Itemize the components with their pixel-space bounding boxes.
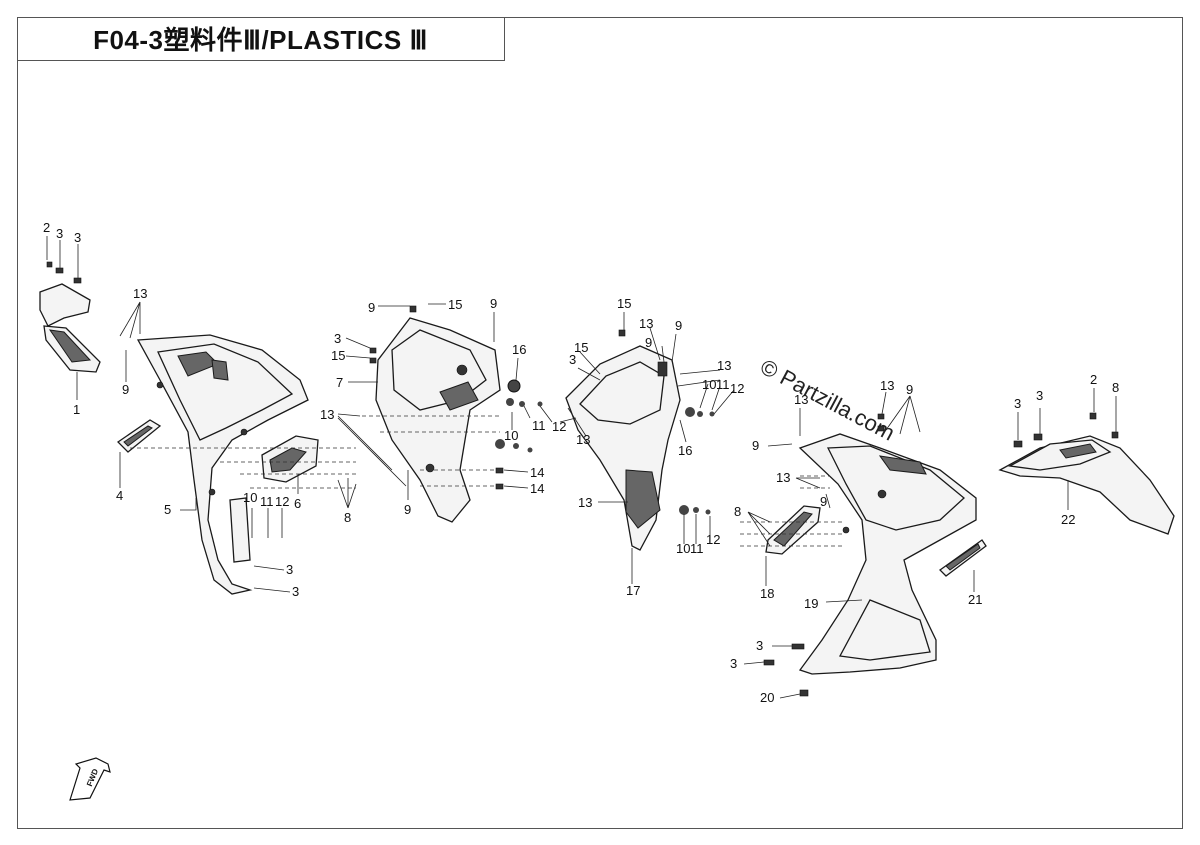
callout-13: 13: [578, 495, 592, 510]
callout-15: 15: [574, 340, 588, 355]
callout-4: 4: [116, 488, 123, 503]
part-4-plate: [116, 419, 162, 453]
callout-10: 10: [243, 490, 257, 505]
callout-3: 3: [292, 584, 299, 599]
callout-12: 12: [730, 381, 744, 396]
callout-9: 9: [752, 438, 759, 453]
callout-15: 15: [448, 297, 462, 312]
callout-13: 13: [717, 358, 731, 373]
callout-3: 3: [56, 226, 63, 241]
callout-12: 12: [706, 532, 720, 547]
callout-12: 12: [275, 494, 289, 509]
callout-10: 10: [702, 377, 716, 392]
callout-3: 3: [756, 638, 763, 653]
callout-10: 10: [676, 541, 690, 556]
leader-lines: [46, 236, 1117, 699]
callout-labels: 2 3 3 1 13 9 4 5 6 10 11 12 8 3 3 9 15 9…: [43, 220, 1119, 705]
callout-11: 11: [260, 494, 274, 509]
page-title: F04-3塑料件Ⅲ/PLASTICS Ⅲ: [93, 25, 428, 55]
callout-3: 3: [74, 230, 81, 245]
part-1-bracket: [39, 261, 101, 373]
callout-7: 7: [336, 375, 343, 390]
callout-13: 13: [576, 432, 590, 447]
callout-13: 13: [880, 378, 894, 393]
part-5-side-panel: [136, 334, 309, 595]
callout-8: 8: [344, 510, 351, 525]
callout-3: 3: [1036, 388, 1043, 403]
title-block: F04-3塑料件Ⅲ/PLASTICS Ⅲ: [17, 17, 505, 61]
callout-11: 11: [532, 418, 546, 433]
callout-13: 13: [133, 286, 147, 301]
callout-6: 6: [294, 496, 301, 511]
callout-15: 15: [617, 296, 631, 311]
callout-3: 3: [569, 352, 576, 367]
callout-14: 14: [530, 481, 544, 496]
callout-1: 1: [73, 402, 80, 417]
callout-11: 11: [716, 377, 730, 392]
callout-3: 3: [1014, 396, 1021, 411]
drawing-frame: [17, 17, 1183, 829]
part-7-inner-panel: [369, 305, 543, 523]
part-19-right-panel: [763, 413, 977, 697]
callout-20: 20: [760, 690, 774, 705]
callout-8: 8: [734, 504, 741, 519]
callout-2: 2: [1090, 372, 1097, 387]
callout-16: 16: [678, 443, 692, 458]
callout-2: 2: [43, 220, 50, 235]
fwd-arrow-icon: FWD: [69, 757, 111, 801]
callout-9: 9: [675, 318, 682, 333]
callout-10: 10: [504, 428, 518, 443]
part-17-center-panel: [565, 329, 715, 551]
callout-21: 21: [968, 592, 982, 607]
callout-18: 18: [760, 586, 774, 601]
callout-3: 3: [730, 656, 737, 671]
callout-13: 13: [776, 470, 790, 485]
callout-12: 12: [552, 419, 566, 434]
callout-19: 19: [804, 596, 818, 611]
callout-13: 13: [320, 407, 334, 422]
callout-11: 11: [690, 541, 704, 556]
callout-9: 9: [404, 502, 411, 517]
part-18-bracket: [765, 505, 821, 555]
callout-13: 13: [639, 316, 653, 331]
part-6-bracket: [261, 435, 319, 483]
callout-3: 3: [286, 562, 293, 577]
callout-14: 14: [530, 465, 544, 480]
callout-5: 5: [164, 502, 171, 517]
part-22-rear-cover: [998, 412, 1175, 535]
callout-9: 9: [368, 300, 375, 315]
callout-9: 9: [820, 494, 827, 509]
callout-22: 22: [1061, 512, 1075, 527]
callout-13: 13: [794, 392, 808, 407]
callout-3: 3: [334, 331, 341, 346]
part-21-trim: [938, 539, 987, 577]
callout-8: 8: [1112, 380, 1119, 395]
callout-9: 9: [122, 382, 129, 397]
callout-16: 16: [512, 342, 526, 357]
callout-9: 9: [645, 335, 652, 350]
callout-9: 9: [906, 382, 913, 397]
callout-17: 17: [626, 583, 640, 598]
callout-9: 9: [490, 296, 497, 311]
callout-15: 15: [331, 348, 345, 363]
